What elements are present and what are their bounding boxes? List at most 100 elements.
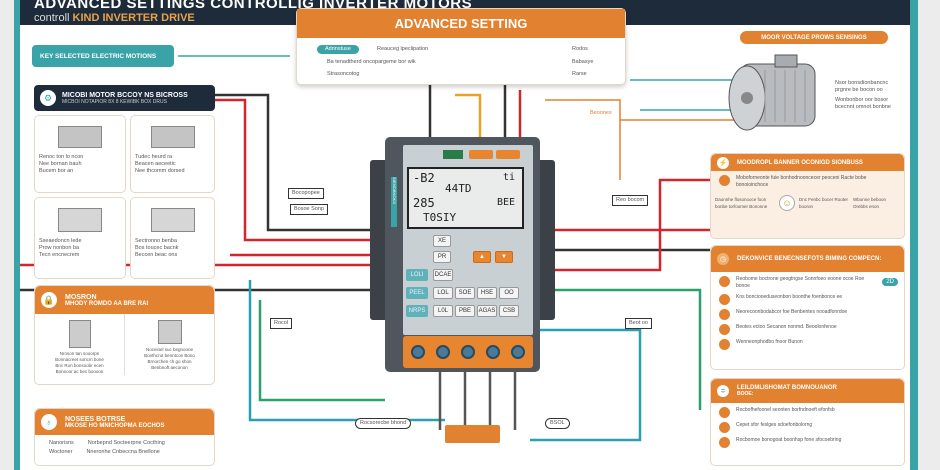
terminal-block: [445, 425, 500, 443]
settings-row: Reauceg lpeclipation: [377, 46, 429, 52]
brand-label: SIEMOBNOKS: [391, 177, 397, 227]
card-line: Tudec heurd ra: [135, 154, 173, 160]
keypad-button[interactable]: XE: [433, 235, 451, 247]
card-line: Bos toucec bacnk: [135, 245, 179, 251]
item-line: Bonnacreet soncm bone: [55, 357, 104, 362]
display-value: ti: [503, 172, 516, 183]
display-value: T0SIY: [423, 211, 457, 224]
motor-info-title: MICOBI MOTOR BCCOY NS BICROSS: [62, 91, 188, 99]
wire-orange: [545, 99, 740, 180]
list-item: Rocbofhefoonel seonten borfndnoeft efonf…: [736, 407, 835, 413]
bell-icon: ♁: [41, 414, 57, 430]
list-item: Neorecoonbodabcor foe Benbentes nooadfon…: [736, 309, 848, 315]
motor-image: [728, 54, 816, 131]
wire-label: Bocopopee: [288, 188, 324, 199]
section-text: Daonnhe flosonooce foon bonbe torfoomer …: [715, 197, 768, 209]
keypad-button[interactable]: L0L: [433, 305, 453, 317]
wire-label: BSOL: [545, 418, 570, 429]
card-line: Sectronno benba: [135, 238, 177, 244]
wire-red-r2: [540, 178, 710, 272]
motor-section-title: MOSRON: [65, 293, 97, 301]
item-line: Bonthcrut benntcon Bono: [144, 353, 195, 358]
down-button[interactable]: ▼: [495, 251, 513, 263]
settings-row: Ba tenadtherd oncopargeme bor wik: [327, 59, 416, 65]
contactor-image: [150, 126, 195, 148]
bullet: [719, 294, 730, 305]
keypad-button[interactable]: PR: [433, 251, 451, 263]
motor-icon: ⚙: [40, 90, 56, 106]
settings-pill[interactable]: Adrinstuse: [317, 45, 359, 54]
keypad-button[interactable]: HSE: [477, 287, 497, 299]
keypad-button[interactable]: SOE: [455, 287, 475, 299]
terminal-knob[interactable]: [486, 345, 500, 359]
keypad-button[interactable]: LOL: [433, 287, 453, 299]
keypad-button[interactable]: OO: [499, 287, 519, 299]
breaker-image: [150, 208, 195, 232]
plug-icon: ⚡: [717, 156, 729, 169]
inverter-drive: SIEMOBNOKS -B2 44TD 285 T0SIY ti BEE XE …: [385, 137, 540, 372]
key-motions-pill[interactable]: KEY SELECTED ELECTRIC MOTIONS: [32, 45, 174, 67]
keypad-button[interactable]: DCAE: [433, 269, 453, 281]
motor-voltage-pill[interactable]: MOOR VOLTAGE PROWS SENSINGS: [740, 31, 888, 44]
bullet: [719, 309, 730, 320]
motor-info-sub: MICBOI NOTAPIOR 8X 8 KEWIBK BOX DRUS: [62, 98, 167, 105]
clock-icon: ◷: [717, 253, 729, 265]
note-key: Nanorisns: [49, 440, 74, 446]
item-line: Brnorchen ch go shon: [147, 359, 192, 364]
section-motor-banner: ⚡MOODROPL BANNER OCONIGD SIONBUSS Mobofo…: [710, 153, 905, 239]
advanced-setting-title: ADVANCED SETTING: [297, 9, 625, 38]
card-line: Bucem bor an: [39, 168, 74, 174]
wire-label: Rocol: [270, 318, 293, 329]
terminal-knob[interactable]: [411, 345, 425, 359]
side-button[interactable]: NRPS: [406, 305, 428, 317]
bullet: [719, 339, 730, 350]
wire-label: Reo bocom: [612, 195, 649, 206]
terminal-panel: [403, 336, 533, 368]
list-item: Rocbomoe bonogoat boonhsp fone sfocoebri…: [736, 437, 842, 443]
list-item: Wenneonphodbo fnoor Bunon: [736, 339, 803, 345]
page-subtitle: controll KIND INVERTER DRIVE: [34, 12, 195, 24]
up-button[interactable]: ▲: [473, 251, 491, 263]
wire-bottom: [438, 370, 517, 430]
keypad-button[interactable]: AGAS: [477, 305, 497, 317]
settings-icon: ≑: [717, 385, 729, 397]
section-text: Dnc Fenbc bocer Rooter booron: [799, 197, 849, 209]
bullet: [719, 437, 730, 448]
wire-label: Beoones: [590, 110, 612, 116]
display-value: 285: [413, 196, 435, 210]
keypad-button[interactable]: PBE: [455, 305, 475, 317]
wire-top-yellow: [455, 93, 482, 137]
card-line: Tecn encnecrem: [39, 252, 80, 258]
terminal-knob[interactable]: [511, 345, 525, 359]
item-line: Bonnoor ac bec boooon: [55, 369, 104, 374]
display-value: BEE: [497, 197, 516, 208]
terminal-knob[interactable]: [461, 345, 475, 359]
keypad-button[interactable]: CSB: [499, 305, 519, 317]
card-line: Beacen aeceetic: [135, 161, 176, 167]
section-title: DEKONVICE BENECNSEFOTS BIMING COMPECN:: [737, 256, 882, 262]
stop-button[interactable]: [496, 150, 520, 159]
section-title: LEILDMLISHOMAT BOMNOUANOR: [737, 385, 837, 391]
side-button[interactable]: PEEL: [406, 287, 428, 299]
display-value: -B2: [413, 171, 435, 185]
side-button[interactable]: LOLI: [406, 269, 428, 281]
note-value: Norbepnd Socteerpne Cocthing: [87, 440, 165, 446]
mount-bracket-left: [370, 160, 388, 320]
breaker-image: [58, 208, 102, 232]
note-value: Nneronhe Cnbeccna Bnellone: [86, 449, 160, 455]
section-text: Moboforneonte fuie bonhodnooncecer peoce…: [736, 175, 867, 188]
drive-image: [68, 320, 91, 348]
wire-green-r: [540, 288, 702, 410]
section-badge: 2D: [882, 278, 898, 286]
terminal-knob[interactable]: [436, 345, 450, 359]
run-button[interactable]: [469, 150, 493, 159]
list-item: Reobome boctrone geogtngse Sonnfoeo eoon…: [736, 276, 865, 289]
wire-label: Rocsorecbe bhond: [355, 418, 412, 429]
lcd-display: -B2 44TD 285 T0SIY ti BEE: [407, 167, 524, 229]
